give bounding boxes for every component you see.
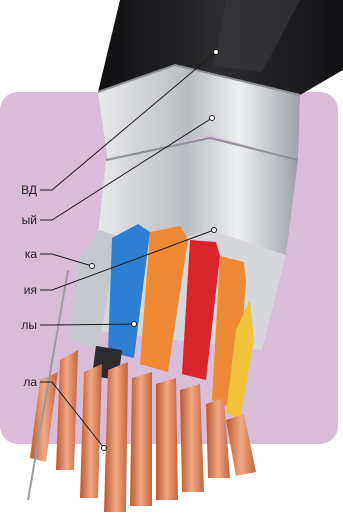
label-screen: ка xyxy=(25,247,37,261)
strand xyxy=(104,362,128,512)
leader-dot-conductor xyxy=(102,446,107,451)
leader-dot-sheath xyxy=(214,50,219,55)
label-conductor: ла xyxy=(23,375,37,389)
label-sheath: ВД xyxy=(21,183,37,197)
leader-dot-insulation xyxy=(132,322,137,327)
leader-dot-screen xyxy=(90,264,95,269)
label-insulation: лы xyxy=(21,318,37,332)
leader-dot-armor xyxy=(210,116,215,121)
strand xyxy=(156,378,178,500)
label-filler: ия xyxy=(24,283,37,297)
leader-dot-filler xyxy=(212,228,217,233)
strand xyxy=(180,384,204,492)
strand xyxy=(130,372,152,506)
label-armor: ый xyxy=(22,213,37,227)
